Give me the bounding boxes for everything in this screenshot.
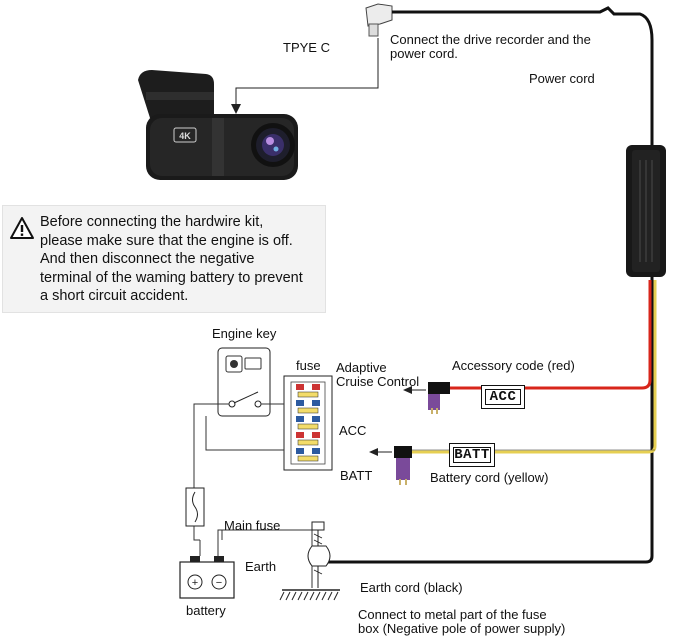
batt-tag: BATT: [449, 443, 495, 467]
fuse-slots: [296, 384, 320, 462]
main-fuse: [185, 487, 205, 527]
adaptive-label-line2: Cruise Control: [336, 374, 420, 389]
fuse-box: [283, 375, 333, 471]
acc-tag: ACC: [481, 385, 525, 409]
earth-cord: [326, 277, 654, 564]
adaptive-label-line1: Adaptive: [336, 360, 387, 375]
battery-cord-label: Battery cord (yellow): [430, 470, 549, 485]
batt-fuse-tap: [394, 446, 412, 485]
warning-line: terminal of the waming battery to preven…: [40, 269, 303, 286]
warning-box: Before connecting the hardwire kit, plea…: [2, 205, 326, 313]
battery-label: battery: [186, 603, 226, 618]
fuse-label: fuse: [296, 358, 321, 373]
metal-instruction-line2: box (Negative pole of power supply): [358, 621, 566, 636]
ground-symbol: [279, 589, 340, 601]
camera-badge: 4K: [179, 131, 191, 141]
svg-text:+: +: [192, 577, 198, 589]
batt-arrow: [369, 448, 392, 456]
earth-label: Earth: [245, 559, 277, 574]
warning-line: please make sure that the engine is off.: [40, 232, 293, 249]
engine-key-switch: [217, 347, 271, 417]
accessory-wire: [450, 280, 652, 390]
power-cord: [392, 6, 654, 145]
battery: + −: [179, 556, 235, 599]
acc-fuse-tap: [428, 382, 450, 414]
connect-instruction-line2: power cord.: [390, 46, 458, 61]
converter-box: [626, 145, 666, 277]
connect-arrow: [231, 38, 379, 114]
warning-line: a short circuit accident.: [40, 288, 189, 305]
warning-line: And then disconnect the negative: [40, 251, 255, 268]
accessory-code-label: Accessory code (red): [452, 358, 575, 373]
type-c-plug: [365, 3, 393, 37]
type-c-label: TPYE C: [283, 40, 330, 55]
engine-key-label: Engine key: [212, 326, 277, 341]
earth-cord-label: Earth cord (black): [360, 580, 463, 595]
metal-instruction-line1: Connect to metal part of the fuse: [358, 607, 547, 622]
warning-line: Before connecting the hardwire kit,: [40, 214, 264, 230]
warning-triangle-icon: [10, 217, 34, 239]
connect-instruction-line1: Connect the drive recorder and the: [390, 32, 591, 47]
acc-arrow: [403, 386, 426, 394]
main-fuse-label: Main fuse: [224, 518, 281, 533]
battery-wire: [410, 280, 657, 454]
power-cord-label: Power cord: [529, 71, 595, 86]
dash-camera: 4K: [138, 70, 298, 180]
warning-text: Before connecting the hardwire kit, plea…: [40, 213, 303, 306]
earth-bolt: [307, 521, 331, 588]
acc-label: ACC: [339, 423, 367, 438]
svg-text:−: −: [216, 577, 222, 589]
batt-label: BATT: [340, 468, 373, 483]
